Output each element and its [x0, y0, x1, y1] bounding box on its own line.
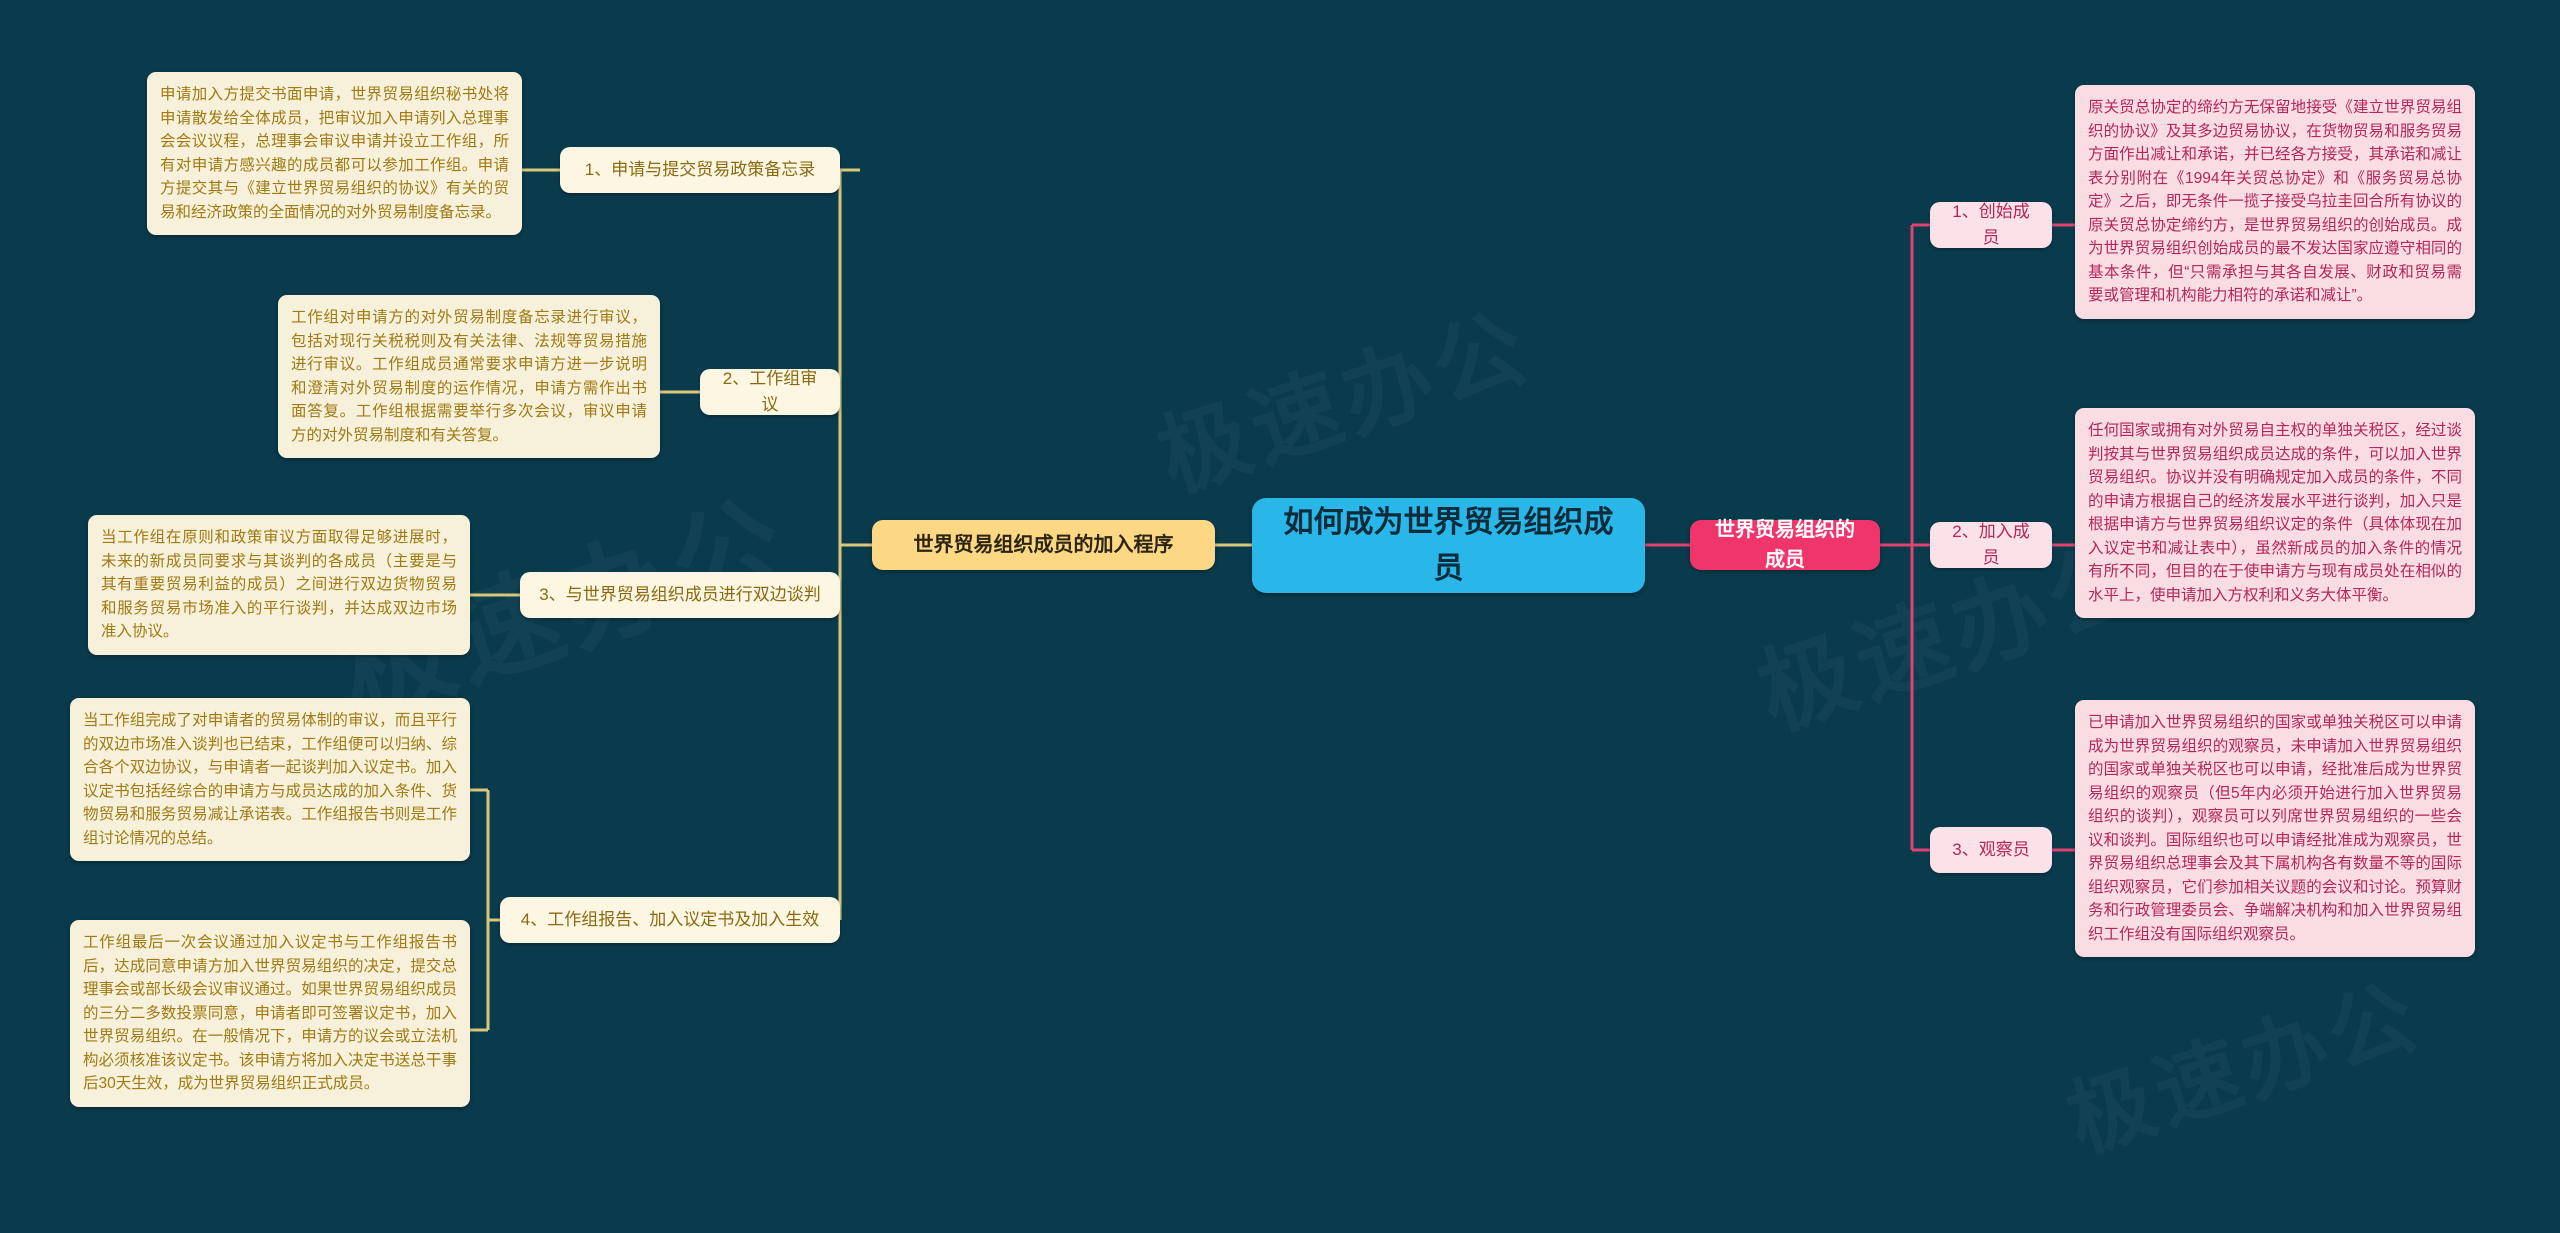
leaf-right-1[interactable]: 原关贸总协定的缔约方无保留地接受《建立世界贸易组织的协议》及其多边贸易协议，在货… — [2075, 85, 2475, 319]
leaf-right-2[interactable]: 任何国家或拥有对外贸易自主权的单独关税区，经过谈判按其与世界贸易组织成员达成的条… — [2075, 408, 2475, 619]
leaf-right-3[interactable]: 已申请加入世界贸易组织的国家或单独关税区可以申请成为世界贸易组织的观察员，未申请… — [2075, 700, 2475, 958]
sidebar-item-left-1[interactable]: 1、申请与提交贸易政策备忘录 — [560, 147, 840, 193]
leaf-left-1[interactable]: 申请加入方提交书面申请，世界贸易组织秘书处将申请散发给全体成员，把审议加入申请列… — [147, 72, 522, 236]
leaf-left-3[interactable]: 当工作组在原则和政策审议方面取得足够进展时，未来的新成员同要求与其谈判的各成员（… — [88, 515, 470, 655]
branch-right[interactable]: 世界贸易组织的成员 — [1690, 519, 1880, 571]
sidebar-item-left-2[interactable]: 2、工作组审议 — [700, 369, 840, 415]
sidebar-item-right-2[interactable]: 2、加入成员 — [1930, 522, 2052, 568]
leaf-left-4[interactable]: 当工作组完成了对申请者的贸易体制的审议，而且平行的双边市场准入谈判也已结束，工作… — [70, 698, 470, 862]
sidebar-item-left-3[interactable]: 3、与世界贸易组织成员进行双边谈判 — [520, 572, 840, 618]
leaf-left-2[interactable]: 工作组对申请方的对外贸易制度备忘录进行审议，包括对现行关税税则及有关法律、法规等… — [278, 295, 660, 459]
sidebar-item-right-3[interactable]: 3、观察员 — [1930, 827, 2052, 873]
leaf-left-5[interactable]: 工作组最后一次会议通过加入议定书与工作组报告书后，达成同意申请方加入世界贸易组织… — [70, 920, 470, 1107]
sidebar-item-right-1[interactable]: 1、创始成员 — [1930, 202, 2052, 248]
branch-left[interactable]: 世界贸易组织成员的加入程序 — [872, 520, 1215, 570]
sidebar-item-left-4[interactable]: 4、工作组报告、加入议定书及加入生效 — [500, 897, 840, 943]
root-node[interactable]: 如何成为世界贸易组织成员 — [1252, 498, 1645, 593]
